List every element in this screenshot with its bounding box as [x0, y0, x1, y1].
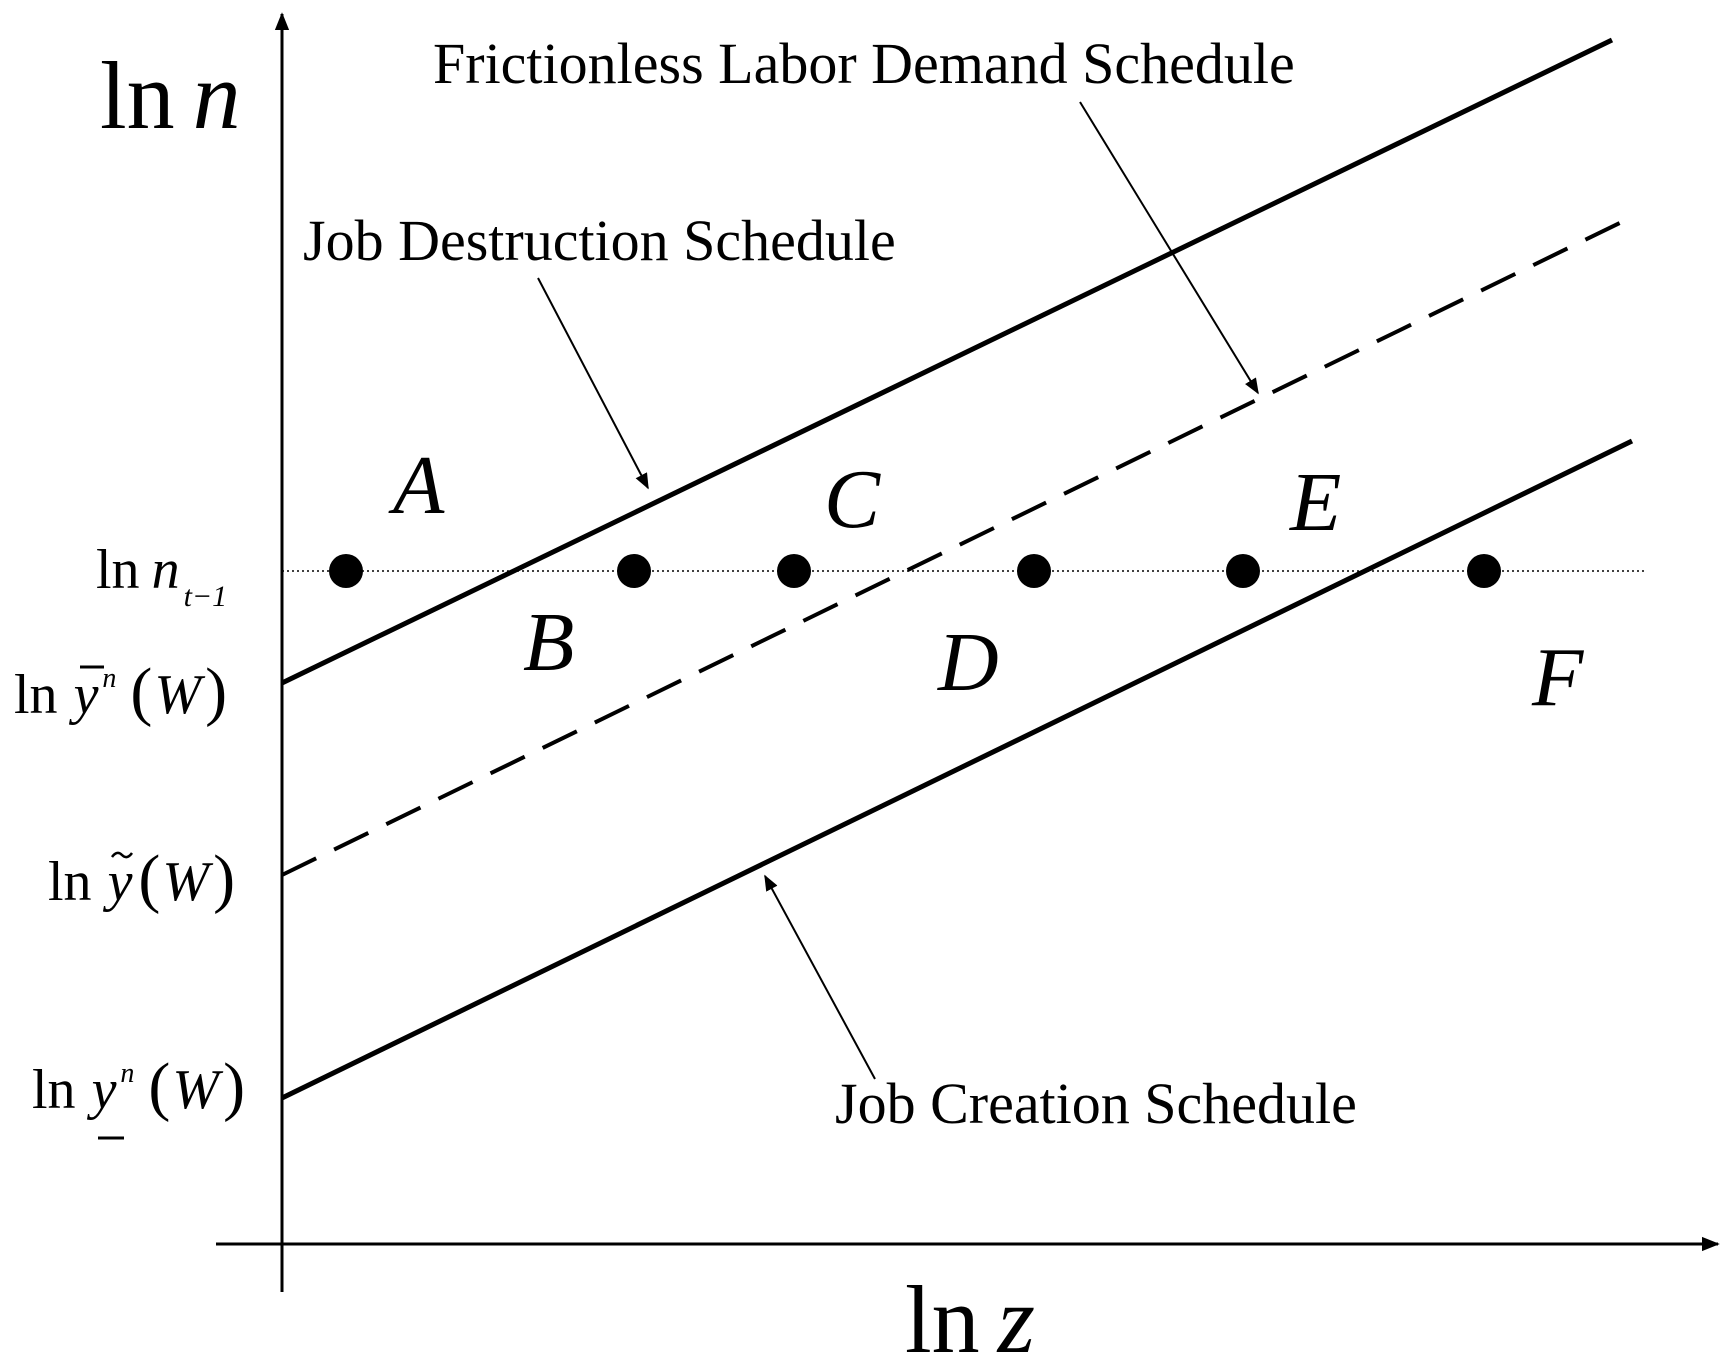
point-c-label: C — [824, 453, 881, 546]
point-f-label: F — [1531, 631, 1585, 724]
point-b-label: B — [523, 596, 574, 689]
destruction-annotation-arrow — [537, 277, 649, 490]
frictionless-schedule-label: Frictionless Labor Demand Schedule — [433, 31, 1295, 96]
frictionless-annotation-arrow — [1079, 101, 1259, 395]
point-f — [1467, 554, 1501, 588]
creation-annotation-arrow — [764, 874, 876, 1080]
job-destruction-schedule-line — [280, 37, 1614, 686]
destruction-schedule-label: Job Destruction Schedule — [303, 208, 896, 273]
creation-schedule-label: Job Creation Schedule — [835, 1071, 1357, 1136]
point-c — [777, 554, 811, 588]
point-a — [329, 554, 363, 588]
y-tilde-mark — [110, 851, 134, 859]
point-e — [1226, 554, 1260, 588]
point-d-label: D — [937, 616, 999, 709]
point-d — [1017, 554, 1051, 588]
svg-text:lny(W): lny(W) — [48, 842, 235, 915]
point-a-label: A — [388, 439, 445, 532]
job-creation-schedule-line — [280, 438, 1634, 1101]
point-e-label: E — [1289, 456, 1341, 549]
frictionless-demand-schedule-line — [281, 215, 1633, 877]
point-b — [617, 554, 651, 588]
